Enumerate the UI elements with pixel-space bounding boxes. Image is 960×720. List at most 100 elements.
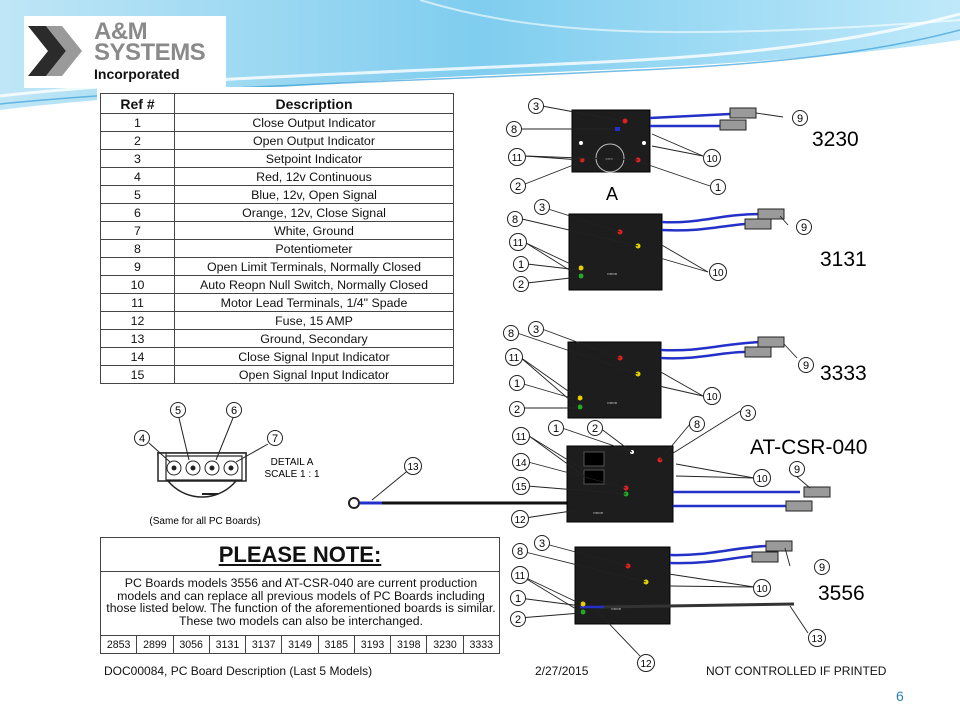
board-3230-view-label: A: [606, 184, 618, 204]
callout-label: 11: [509, 353, 520, 364]
callout-label: 11: [513, 238, 524, 249]
board-3333-model: 3333: [820, 362, 867, 385]
callout-bubble: [510, 611, 526, 627]
callout-label: 9: [803, 360, 809, 372]
callout-bubble: [710, 179, 726, 195]
callout-label: 12: [640, 659, 652, 670]
detail-callout-5: 5: [175, 405, 181, 417]
company-logo: A&M SYSTEMS Incorporated: [24, 16, 226, 88]
callout-label: 9: [794, 464, 800, 476]
callout-bubble: [512, 543, 528, 559]
callout-bubble: [808, 629, 826, 647]
logo-text-am: A&M: [94, 18, 148, 45]
ref-description: Open Output Indicator: [174, 131, 454, 150]
ref-number: 12: [100, 311, 175, 330]
callout-label: 1: [553, 423, 559, 435]
callout-label: 2: [515, 181, 521, 193]
callout-bubble: [753, 469, 771, 487]
callout-bubble: [548, 420, 564, 436]
model-cell: 3056: [174, 636, 210, 654]
callout-label: 3: [745, 408, 751, 420]
callout-bubble: [689, 416, 705, 432]
callout-label: 3: [533, 101, 539, 113]
ref-number: 11: [100, 293, 175, 312]
callout-bubble: [587, 420, 603, 436]
model-cell: 3137: [246, 636, 283, 654]
ref-description: Potentiometer: [174, 239, 454, 258]
board-at-csr-040: ▫▫▫▫ AT-CSR-040: [348, 436, 867, 523]
footer-status: NOT CONTROLLED IF PRINTED: [706, 664, 887, 678]
callout-bubble: [404, 457, 422, 475]
leader-lines: [371, 105, 811, 657]
callout-label: 14: [515, 458, 527, 469]
callout-label: 1: [514, 378, 520, 390]
model-cell: 3149: [282, 636, 319, 654]
callout-label: 2: [515, 614, 521, 626]
svg-text:▫▫▫▫: ▫▫▫▫: [611, 606, 621, 613]
callout-label: 13: [407, 462, 419, 473]
callout-bubble: [637, 654, 655, 672]
callout-label: 9: [819, 562, 825, 574]
board-3131: ▫▫▫▫ 3131: [568, 208, 867, 291]
callout-bubble: [511, 566, 529, 584]
callout-label: 10: [756, 584, 768, 595]
board-3230-model: 3230: [812, 128, 859, 151]
ref-description: Motor Lead Terminals, 1/4" Spade: [174, 293, 454, 312]
callout-label: 13: [811, 634, 823, 645]
callout-bubble: [503, 325, 519, 341]
callout-bubble: [528, 98, 544, 114]
callout-label: 8: [512, 214, 518, 226]
callout-bubble: [703, 149, 721, 167]
callout-bubble: [505, 348, 523, 366]
ref-number: 14: [100, 347, 175, 366]
callout-label: 3: [533, 324, 539, 336]
model-cell: 2853: [101, 636, 138, 654]
callout-label: 10: [706, 392, 718, 403]
callout-bubble: [513, 256, 529, 272]
callout-bubble: [512, 453, 530, 471]
ref-description: Close Signal Input Indicator: [174, 347, 454, 366]
callout-bubble: [703, 387, 721, 405]
callout-label: 3: [539, 202, 545, 214]
ref-description: Auto Reopn Null Switch, Normally Closed: [174, 275, 454, 294]
callout-label: 15: [515, 482, 527, 493]
callout-label: 9: [797, 113, 803, 125]
callout-label: 9: [801, 222, 807, 234]
note-title: PLEASE NOTE:: [218, 542, 382, 567]
callout-bubble: [814, 559, 830, 575]
model-cell: 2899: [137, 636, 174, 654]
callout-bubble: [508, 148, 526, 166]
callout-bubble: [509, 233, 527, 251]
callout-bubble: [509, 401, 525, 417]
logo-text-incorporated: Incorporated: [94, 66, 180, 82]
logo-text-systems: SYSTEMS: [94, 39, 206, 66]
model-cell: 3230: [427, 636, 464, 654]
callout-bubble: [798, 357, 814, 373]
detail-caption: (Same for all PC Boards): [149, 516, 260, 527]
callout-label: 11: [512, 153, 523, 164]
callout-bubble: [709, 263, 727, 281]
board-3556: ▫▫▫▫ 3556: [574, 540, 865, 625]
page-number: 6: [896, 688, 904, 704]
footer-doc: DOC00084, PC Board Description (Last 5 M…: [104, 664, 373, 678]
callout-label: 12: [514, 515, 526, 526]
ref-description: Orange, 12v, Close Signal: [174, 203, 454, 222]
callout-bubble: [740, 405, 756, 421]
callout-bubble: [510, 590, 526, 606]
callout-label: 1: [715, 182, 721, 194]
svg-text:▫▫▫▫: ▫▫▫▫: [607, 400, 617, 407]
callout-bubble: [509, 375, 525, 391]
board-at-csr-040-model: AT-CSR-040: [750, 436, 867, 459]
callout-bubble: [510, 178, 526, 194]
